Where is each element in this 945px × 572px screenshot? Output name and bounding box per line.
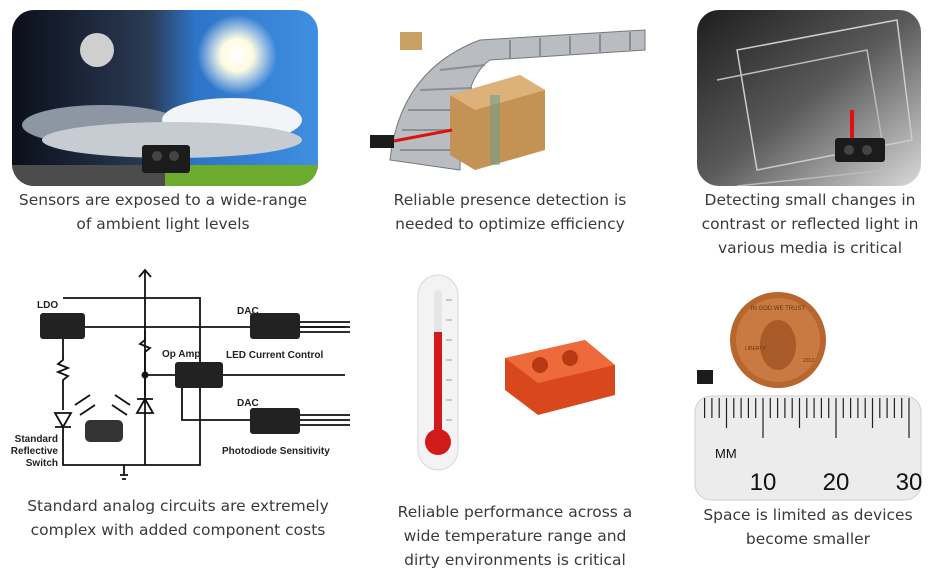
penny-ruler-image: IN GOD WE TRUST LIBERTY 2012 MM 10 20 30 (694, 292, 923, 501)
caption-line: Standard analog circuits are extremely (27, 497, 329, 515)
coin-liberty: LIBERTY (745, 346, 766, 352)
caption-line: Space is limited as devices (703, 506, 913, 524)
ruler-tick-label: 10 (750, 469, 777, 496)
glass-panel-image (697, 10, 921, 186)
caption: Reliable presence detection is needed to… (360, 188, 660, 236)
mm-label: MM (715, 446, 737, 461)
caption: Space is limited as devices become small… (658, 503, 945, 551)
caption: Detecting small changes in contrast or r… (660, 188, 945, 260)
caption-line: of ambient light levels (76, 215, 250, 233)
coin-year: 2012 (803, 358, 814, 364)
dac-label: DAC (237, 306, 259, 317)
day-night-sky-image (12, 10, 318, 186)
caption-line: Reliable performance across a (397, 503, 633, 521)
caption-line: contrast or reflected light in (701, 215, 919, 233)
caption-line: Sensors are exposed to a wide-range (18, 191, 308, 209)
caption: Sensors are exposed to a wide-range of a… (0, 188, 326, 236)
conveyor-belt-image (370, 29, 646, 171)
op-amp-label: Op Amp (162, 349, 201, 360)
ldo-label: LDO (37, 300, 58, 311)
caption-line: become smaller (745, 530, 871, 548)
caption-line: Reliable presence detection is (393, 191, 627, 209)
caption-line: dirty environments is critical (404, 551, 626, 569)
circuit-diagram: LDO DAC LED Current Control Op Amp DAC P… (11, 268, 350, 480)
switch-label: Reflective (11, 446, 59, 457)
caption-line: various media is critical (717, 239, 903, 257)
caption-line: complex with added component costs (30, 521, 326, 539)
photodiode-sensitivity-label: Photodiode Sensitivity (222, 446, 330, 457)
coin-motto: IN GOD WE TRUST (751, 306, 806, 312)
ruler-tick-label: 30 (896, 469, 923, 496)
caption-line: needed to optimize efficiency (395, 215, 625, 233)
switch-label: Switch (26, 458, 58, 469)
dac-label: DAC (237, 398, 259, 409)
caption: Standard analog circuits are extremely c… (0, 494, 356, 542)
led-current-control-label: LED Current Control (226, 350, 323, 361)
thermometer-image (417, 274, 615, 471)
switch-label: Standard (15, 434, 58, 445)
caption: Reliable performance across a wide tempe… (365, 500, 665, 572)
caption-line: wide temperature range and (403, 527, 627, 545)
ruler-tick-label: 20 (823, 469, 850, 496)
caption-line: Detecting small changes in (704, 191, 916, 209)
